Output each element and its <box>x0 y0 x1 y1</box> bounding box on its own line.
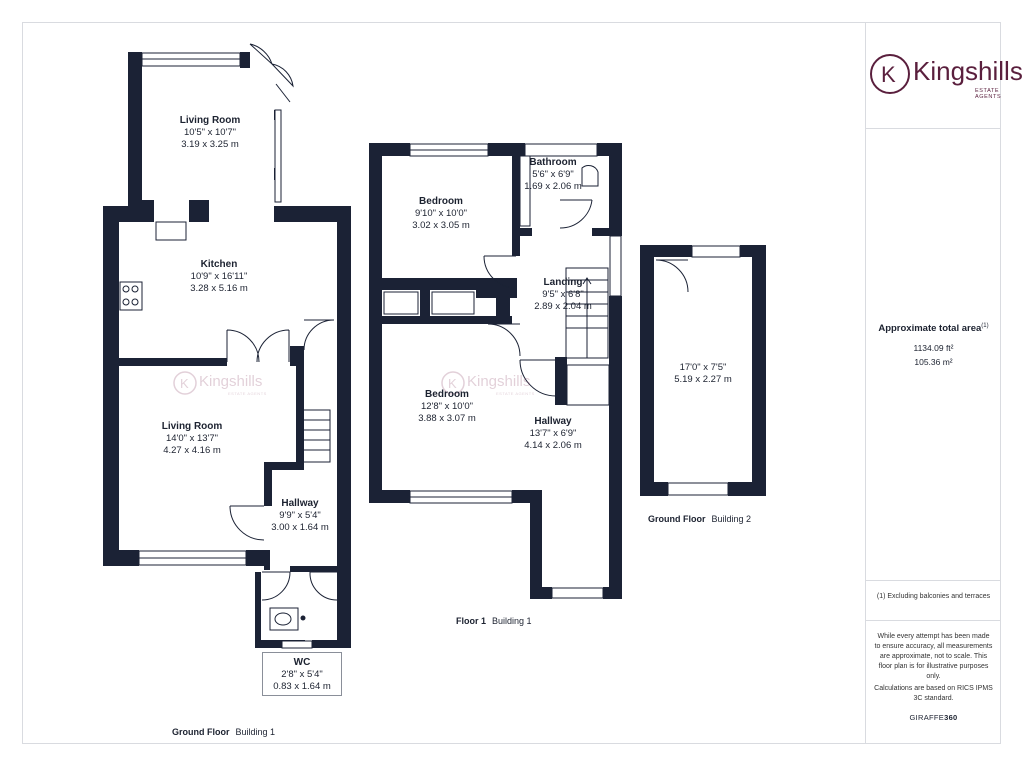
sidebar-divider <box>865 22 866 744</box>
room-label-kitchen: Kitchen 10'9" x 16'11" 3.28 x 5.16 m <box>190 259 248 294</box>
room-label-landing: Landing 9'5" x 6'8" 2.89 x 2.04 m <box>534 277 592 312</box>
exclusion-note: (1) Excluding balconies and terraces <box>876 593 991 600</box>
room-label-hallway-ground: Hallway 9'9" x 5'4" 3.00 x 1.64 m <box>271 498 329 533</box>
sidebar-rule-top <box>866 128 1001 129</box>
room-label-hallway-floor1: Hallway 13'7" x 6'9" 4.14 x 2.06 m <box>524 416 582 451</box>
room-label-bathroom: Bathroom 5'6" x 6'9" 1.69 x 2.06 m <box>524 157 582 192</box>
area-sqm: 105.36 m² <box>914 357 953 367</box>
sidebar-rule-low <box>866 620 1001 621</box>
room-label-building2: 17'0" x 7'5" 5.19 x 2.27 m <box>674 362 732 385</box>
brand-tagline: ESTATE AGENTS <box>975 88 1002 100</box>
disclaimer-note: While every attempt has been made to ens… <box>874 633 993 680</box>
sidebar-rule-mid <box>866 580 1001 581</box>
area-sqft: 1134.09 ft² <box>913 343 954 353</box>
kingshills-logo-icon: K <box>870 54 910 94</box>
approx-area-title: Approximate total area(1) <box>878 323 989 335</box>
walls <box>103 52 766 648</box>
giraffe360-brand: GIRAFFE360 <box>909 713 958 722</box>
wc-fixture-dot <box>300 615 306 621</box>
room-label-bedroom-2: Bedroom 12'8" x 10'0" 3.88 x 3.07 m <box>418 389 476 424</box>
room-label-wc: WC 2'8" x 5'4" 0.83 x 1.64 m <box>262 652 342 696</box>
standard-note: Calculations are based on RICS IPMS 3C s… <box>874 685 993 702</box>
room-label-living-room-1: Living Room 10'5" x 10'7" 3.19 x 3.25 m <box>179 115 241 150</box>
brand-name: Kingshills <box>913 56 1023 86</box>
page-frame <box>22 22 1001 744</box>
room-label-bedroom-1: Bedroom 9'10" x 10'0" 3.02 x 3.05 m <box>412 196 470 231</box>
logo-monogram: K <box>881 62 896 87</box>
windows-doors <box>119 43 741 649</box>
room-label-living-room-2: Living Room 14'0" x 13'7" 4.27 x 4.16 m <box>161 421 223 456</box>
